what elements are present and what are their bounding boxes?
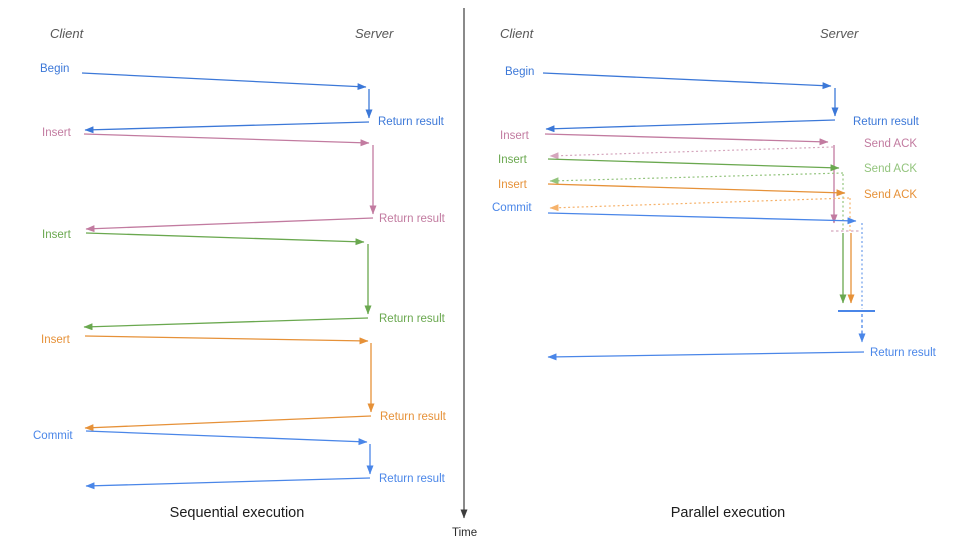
seq-commit-response-label: Return result [379,473,446,485]
par-insert1-ack-label: Send ACK [864,138,917,150]
seq-insert3-response-label: Return result [380,411,447,423]
par-insert3-request-arrow [547,183,846,197]
par-insert2-ack-arrow [549,172,844,185]
seq-begin-return-arrow [84,121,370,134]
par-commit-return-arrow [547,351,865,361]
par-begin-response-label: Return result [853,116,920,128]
par-begin-label: Begin [505,66,534,78]
par-insert1-request-arrow [544,133,829,146]
parallel-diagram: Client Server Begin Return result Insert… [492,26,937,521]
seq-commit-label: Commit [33,430,73,442]
par-begin-return-arrow [545,119,836,133]
par-insert1-ack-arrow [549,146,834,160]
sequential-client-header: Client [50,26,85,41]
par-commit-response-label: Return result [870,347,937,359]
parallel-client-header: Client [500,26,535,41]
seq-commit-return-arrow [85,477,371,490]
time-axis: Time [452,8,477,539]
par-insert3-ack-label: Send ACK [864,189,917,201]
seq-begin-response-label: Return result [378,116,445,128]
seq-insert1-return-arrow [85,217,374,233]
par-insert2-ack-label: Send ACK [864,163,917,175]
seq-insert1-request-arrow [83,133,370,147]
seq-insert3-request-arrow [84,335,369,345]
seq-insert1-label: Insert [42,127,72,139]
seq-insert3-return-arrow [84,415,372,432]
seq-begin-label: Begin [40,63,69,75]
sequential-title: Sequential execution [170,505,305,521]
parallel-title: Parallel execution [671,505,785,521]
par-insert2-request-arrow [547,158,840,172]
sequential-diagram: Client Server Begin Return result Insert… [33,26,447,521]
par-insert3-ack-arrow [549,197,850,212]
par-insert2-label: Insert [498,154,528,166]
seq-insert2-request-arrow [85,232,365,246]
seq-insert2-label: Insert [42,229,72,241]
seq-commit-request-arrow [85,430,368,446]
seq-insert1-response-label: Return result [379,213,446,225]
par-insert1-label: Insert [500,130,530,142]
seq-insert3-label: Insert [41,334,71,346]
par-commit-request-arrow [547,212,857,225]
seq-begin-request-arrow [81,72,367,91]
seq-insert2-return-arrow [83,317,369,331]
parallel-server-header: Server [820,26,859,41]
par-insert3-label: Insert [498,179,528,191]
sequential-server-header: Server [355,26,394,41]
par-commit-label: Commit [492,202,532,214]
seq-insert2-response-label: Return result [379,313,446,325]
par-begin-request-arrow [542,72,832,90]
time-axis-label: Time [452,527,477,539]
